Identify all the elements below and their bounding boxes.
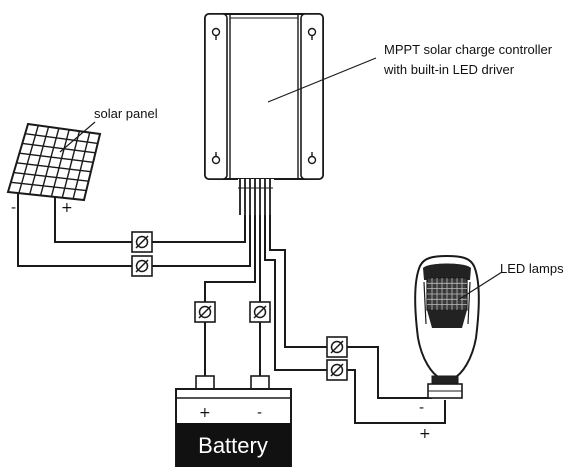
label-lamp-negative: - xyxy=(419,400,424,416)
charge-controller xyxy=(204,13,324,215)
led-lamp xyxy=(414,254,480,399)
label-controller-line1: MPPT solar charge controller xyxy=(384,42,553,57)
label-controller-line2: with built-in LED driver xyxy=(383,62,515,77)
solar-panel xyxy=(6,122,102,205)
terminal-battery-negative xyxy=(249,301,271,323)
leader-solar-panel xyxy=(59,121,96,153)
wire-lamp-negative xyxy=(347,346,432,399)
terminal-battery-positive xyxy=(194,301,216,323)
label-solar-panel: solar panel xyxy=(94,106,158,121)
terminal-panel-negative xyxy=(131,255,153,277)
label-lamp-positive: + xyxy=(419,426,431,442)
label-battery: Battery xyxy=(198,433,268,458)
leader-led-lamps xyxy=(457,271,503,301)
label-panel-positive: + xyxy=(61,200,73,216)
label-led-lamps: LED lamps xyxy=(500,261,564,276)
leader-controller xyxy=(267,57,377,103)
wire-panel-positive xyxy=(54,205,136,243)
wires xyxy=(17,205,446,424)
terminal-lamp-negative xyxy=(326,336,348,358)
label-battery-negative: - xyxy=(257,405,262,421)
label-battery-positive: + xyxy=(199,405,211,421)
label-panel-negative: - xyxy=(11,200,16,216)
wire-panel-negative xyxy=(17,205,136,267)
wire-controller-to-lamp-negative xyxy=(269,215,327,348)
terminal-lamp-positive xyxy=(326,359,348,381)
wire-lamp-positive xyxy=(347,369,446,424)
wire-controller-to-battery-positive xyxy=(204,215,256,302)
wire-controller-to-panel-negative xyxy=(148,215,251,267)
wire-controller-to-panel-positive xyxy=(148,215,246,243)
wire-controller-to-lamp-positive xyxy=(264,215,327,371)
terminal-panel-positive xyxy=(131,231,153,253)
battery xyxy=(175,375,292,467)
